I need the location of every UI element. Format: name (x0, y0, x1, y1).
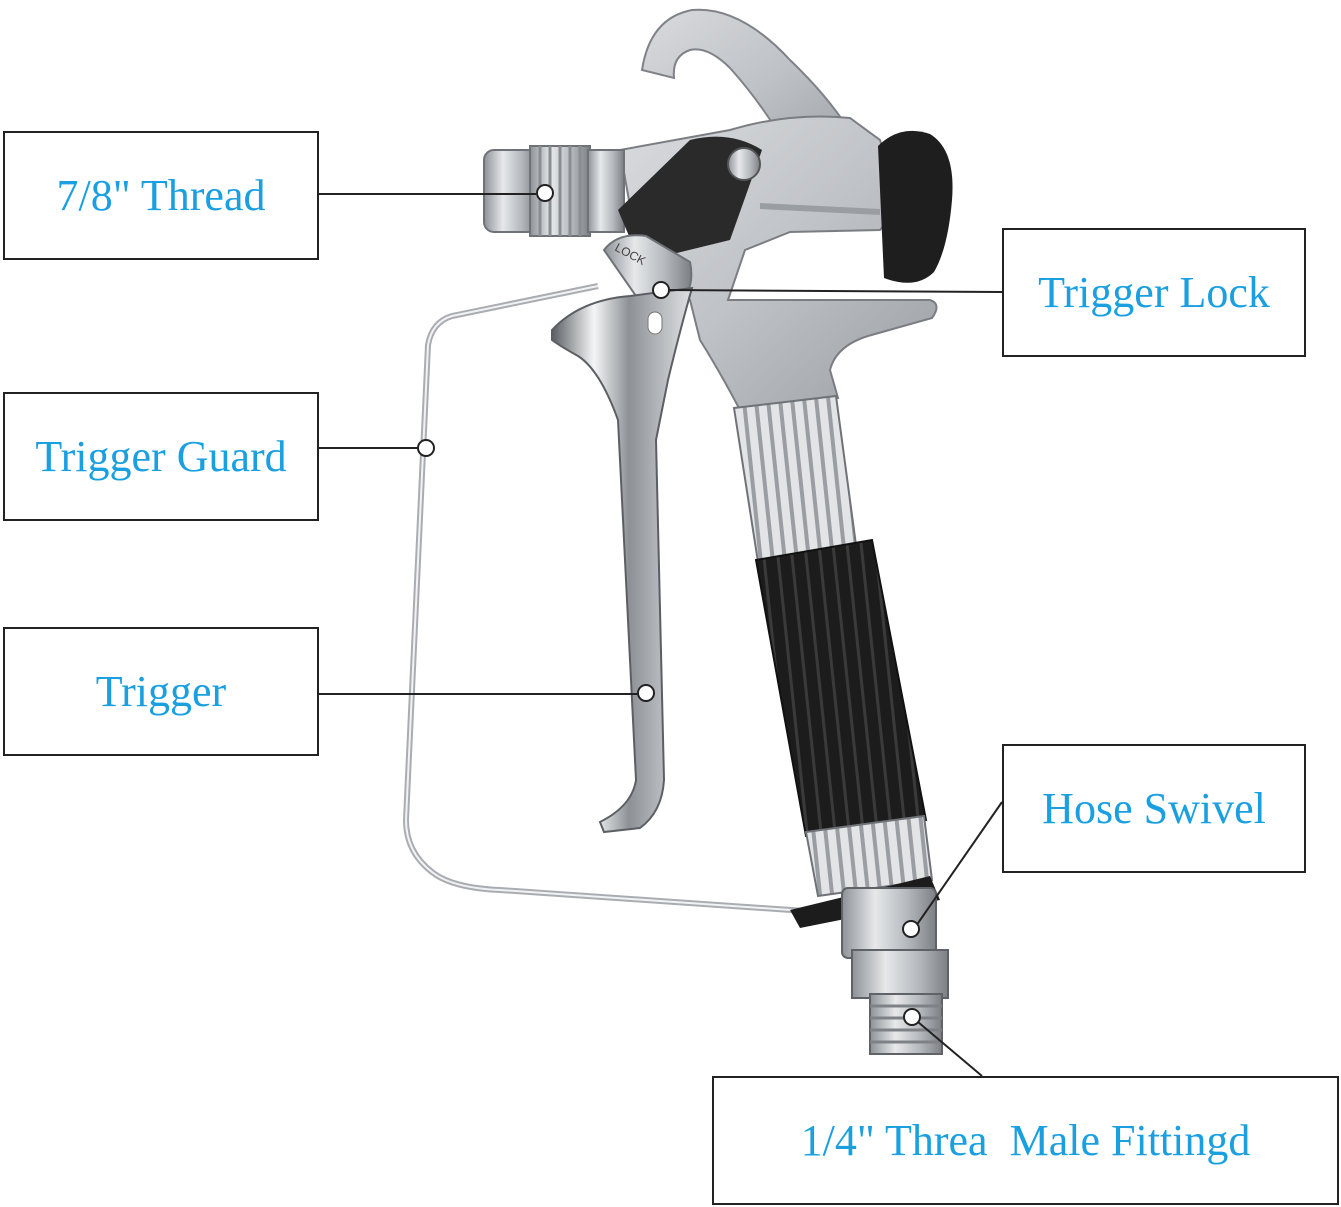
marker-male-fitting (904, 1009, 920, 1025)
rear-cap (878, 131, 953, 283)
handle-grip (756, 540, 926, 836)
label-trigger-lock-text: Trigger Lock (1038, 267, 1270, 318)
label-trigger-text: Trigger (96, 666, 226, 717)
marker-thread-78 (537, 185, 553, 201)
label-hose-swivel-text: Hose Swivel (1042, 783, 1266, 834)
label-trigger-guard: Trigger Guard (3, 392, 319, 521)
label-male-fitting-text: 1/4" Threa Male Fittingd (801, 1115, 1251, 1166)
label-male-fitting: 1/4" Threa Male Fittingd (712, 1076, 1339, 1205)
thread-78-fitting (484, 146, 624, 236)
marker-trigger-lock (653, 282, 669, 298)
label-hose-swivel: Hose Swivel (1002, 744, 1306, 873)
label-trigger-lock: Trigger Lock (1002, 228, 1306, 357)
handle-upper (734, 396, 856, 562)
marker-hose-swivel (903, 921, 919, 937)
trigger-blade (552, 288, 692, 832)
label-thread-78: 7/8" Thread (3, 131, 319, 260)
marker-trigger (638, 685, 654, 701)
marker-trigger-guard (418, 440, 434, 456)
label-trigger-guard-text: Trigger Guard (35, 431, 286, 482)
label-trigger: Trigger (3, 627, 319, 756)
label-thread-78-text: 7/8" Thread (57, 170, 266, 221)
male-fitting-threads (870, 994, 942, 1054)
